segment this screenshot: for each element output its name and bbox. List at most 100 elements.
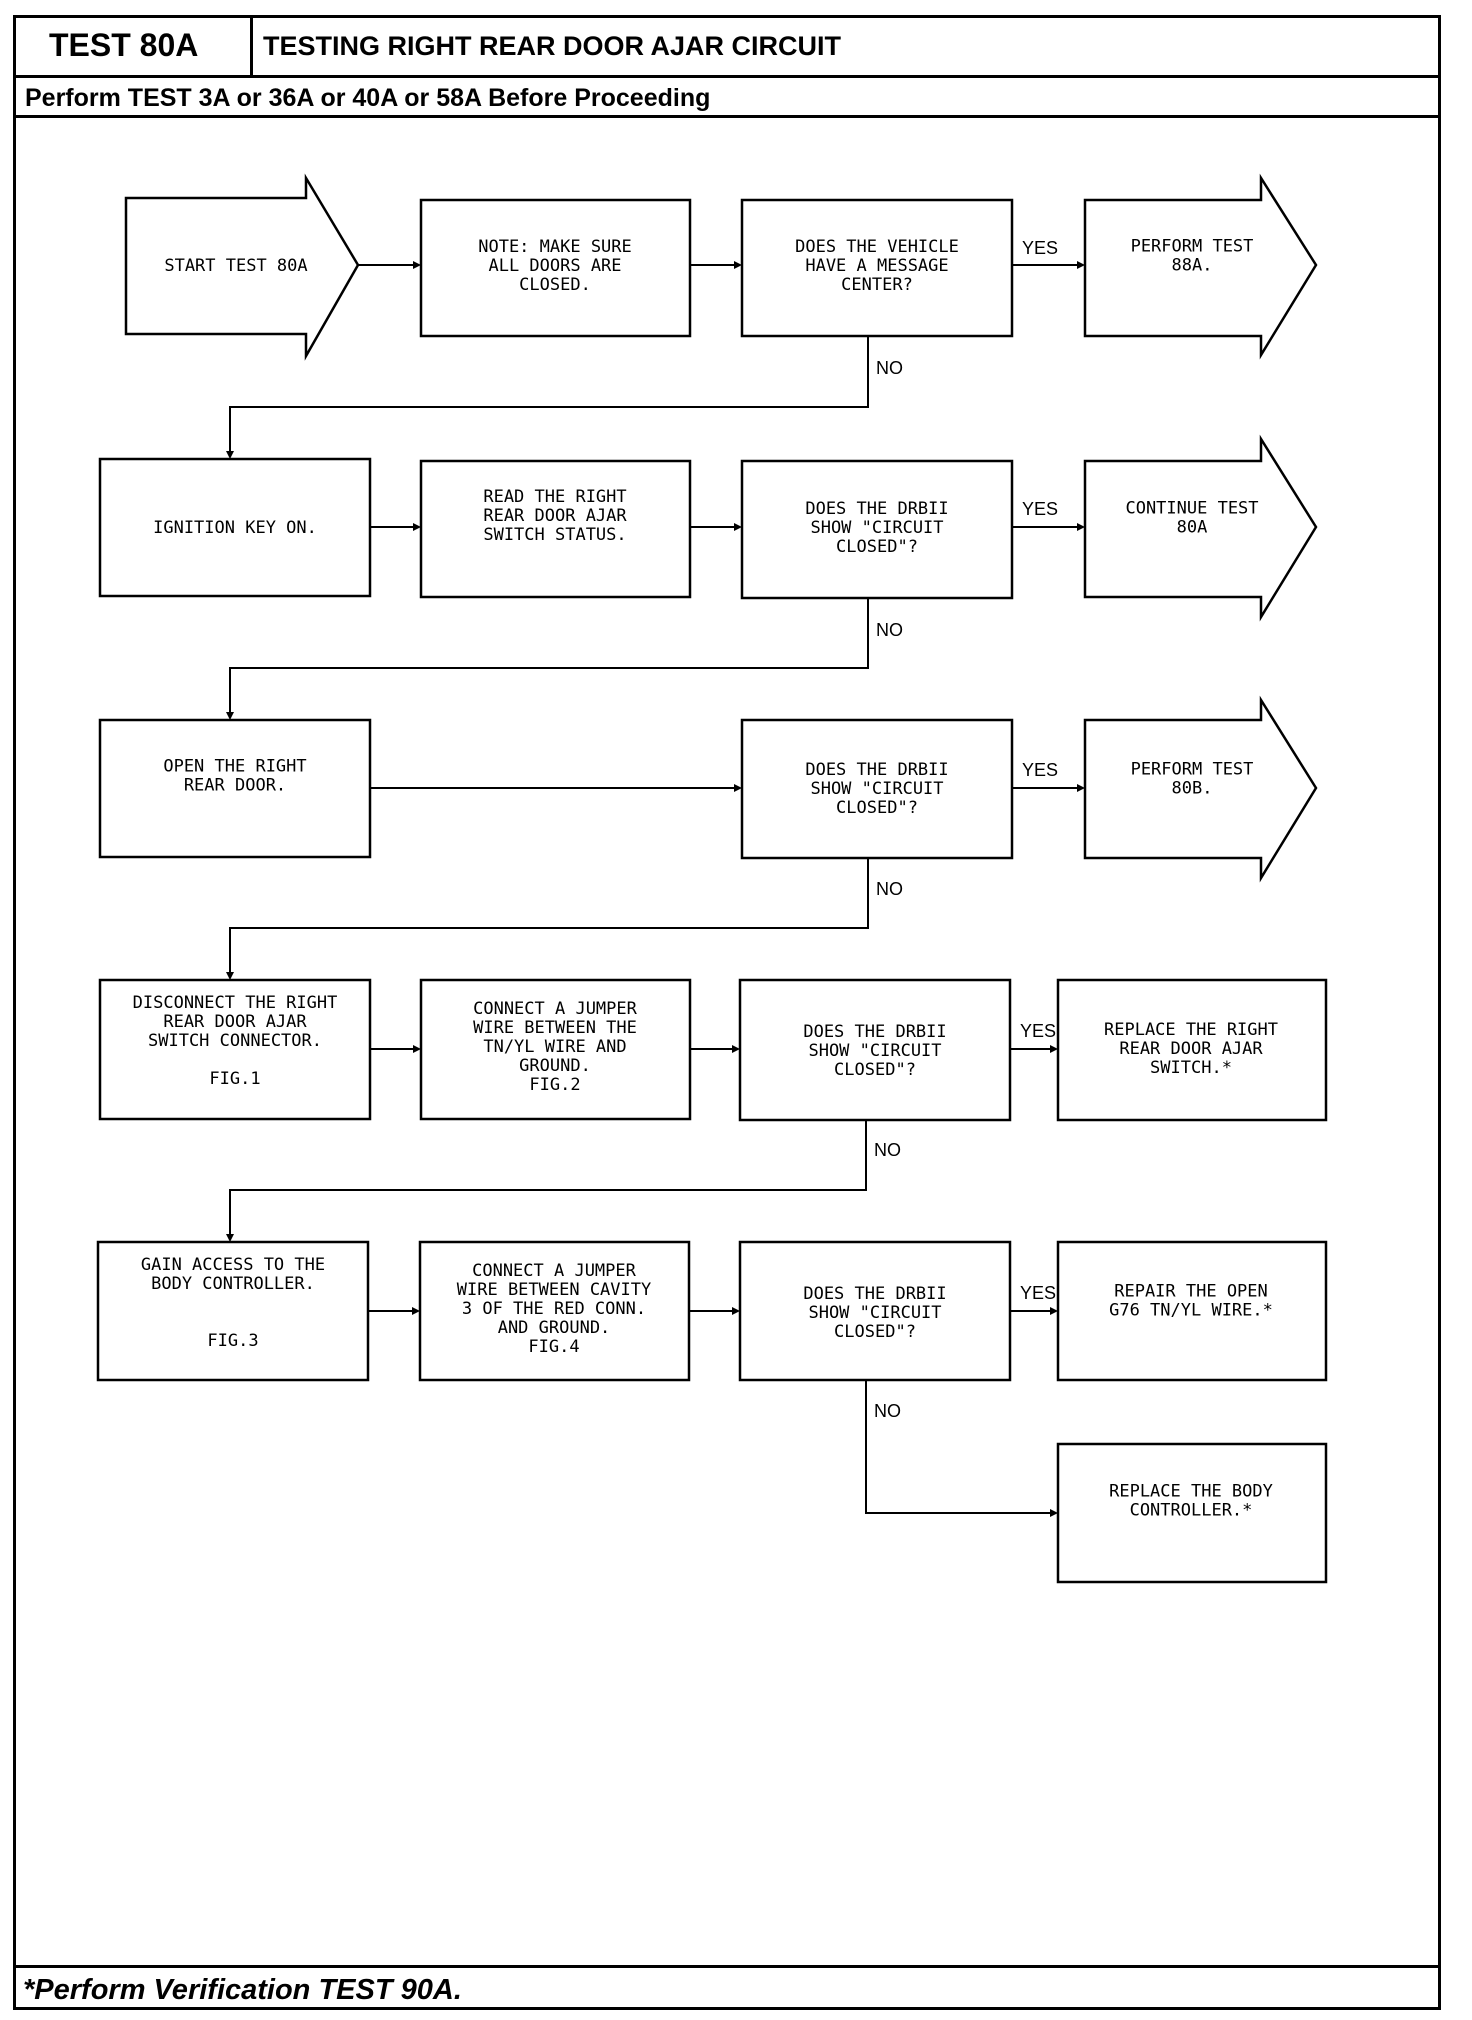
arrowhead [226, 451, 234, 459]
question-closed-2-box [740, 718, 1014, 860]
start-label: START TEST 80A [164, 256, 307, 276]
yes-label: YES [1020, 1283, 1056, 1303]
yes-label: YES [1022, 499, 1058, 519]
arrowhead [734, 523, 742, 531]
node-text-line: START TEST 80A [164, 256, 307, 276]
yes-label: YES [1022, 760, 1058, 780]
node-text-line: WIRE BETWEEN THE [473, 1018, 637, 1038]
node-text-line: SWITCH CONNECTOR. [148, 1031, 322, 1051]
node-text-line: 80A [1177, 518, 1208, 538]
node-text-line: CONNECT A JUMPER [473, 999, 638, 1019]
node-text-line: DOES THE VEHICLE [795, 237, 959, 257]
node-text-line: NOTE: MAKE SURE [478, 237, 632, 257]
no-label: NO [876, 358, 903, 378]
node-text-line: REPAIR THE OPEN [1114, 1282, 1268, 1302]
yes-label: YES [1020, 1021, 1056, 1041]
node-text-line: SHOW "CIRCUIT [810, 779, 943, 799]
perform-88a-arrow-shape [1083, 173, 1318, 360]
node-text-line: 80B. [1172, 779, 1213, 799]
test-title: TESTING RIGHT REAR DOOR AJAR CIRCUIT [263, 31, 842, 61]
connector-no-row2 [229, 598, 869, 716]
node-text-line: GAIN ACCESS TO THE [141, 1255, 325, 1275]
node-text-line: CLOSED"? [834, 1060, 916, 1080]
no-label: NO [876, 620, 903, 640]
jumper-1-box [419, 978, 692, 1121]
node-text-line: READ THE RIGHT [483, 487, 626, 507]
node-text-line: REAR DOOR AJAR [1119, 1039, 1263, 1059]
start-arrow-shape [124, 173, 360, 361]
repair-wire-box [1056, 1240, 1328, 1382]
node-text-line: DOES THE DRBII [805, 499, 948, 519]
arrowhead [1077, 784, 1085, 792]
arrowhead [413, 261, 421, 269]
node-text-line: PERFORM TEST [1131, 237, 1254, 257]
node-text-line: BODY CONTROLLER. [151, 1274, 315, 1294]
node-text-line: FIG.2 [529, 1075, 580, 1095]
node-text-line: TN/YL WIRE AND [483, 1037, 626, 1057]
test-id: TEST 80A [13, 15, 253, 75]
node-text-line: CONTROLLER.* [1130, 1501, 1253, 1521]
node-text-line: 3 OF THE RED CONN. [462, 1299, 646, 1319]
node-text-line: FIG.3 [207, 1331, 258, 1351]
node-text-line: SHOW "CIRCUIT [810, 518, 943, 538]
arrowhead [732, 1307, 740, 1315]
node-text-line: SHOW "CIRCUIT [808, 1041, 941, 1061]
connector-no-row3 [229, 858, 869, 976]
node-text-line: ALL DOORS ARE [488, 256, 621, 276]
node-text-line: REPLACE THE RIGHT [1104, 1020, 1278, 1040]
node-text-line: CLOSED"? [834, 1322, 916, 1342]
arrowhead [413, 523, 421, 531]
node-text-line: SWITCH STATUS. [483, 525, 626, 545]
footer-row: *Perform Verification TEST 90A. [13, 1965, 1441, 2010]
node-text-line: REAR DOOR AJAR [163, 1012, 307, 1032]
arrowhead [226, 972, 234, 980]
node-text-line: REAR DOOR. [184, 776, 286, 796]
node-text-line: CLOSED"? [836, 798, 918, 818]
prerequisite-text: Perform TEST 3A or 36A or 40A or 58A Bef… [25, 84, 711, 112]
arrowhead [1050, 1045, 1058, 1053]
node-text-line: HAVE A MESSAGE [805, 256, 948, 276]
arrowhead [734, 261, 742, 269]
open-door-box [98, 718, 372, 859]
node-text-line: CLOSED. [519, 275, 591, 295]
disconnect-box [98, 978, 372, 1121]
continue-80a-arrow-shape [1083, 434, 1318, 622]
node-text-line: OPEN THE RIGHT [163, 757, 306, 777]
read-status-box [419, 459, 692, 599]
no-label: NO [876, 879, 903, 899]
node-text-line: DOES THE DRBII [805, 760, 948, 780]
question-closed-1-box [740, 459, 1014, 600]
arrowhead [1050, 1307, 1058, 1315]
connector-no-to-replace-controller [865, 1380, 1054, 1514]
node-text-line: DISCONNECT THE RIGHT [133, 993, 338, 1013]
verification-note: *Perform Verification TEST 90A. [23, 1974, 462, 2006]
node-text-line: 88A. [1172, 256, 1213, 276]
arrowhead [734, 784, 742, 792]
node-text-line: IGNITION KEY ON. [153, 518, 317, 538]
node-text-line: SHOW "CIRCUIT [808, 1303, 941, 1323]
node-text-line: WIRE BETWEEN CAVITY [457, 1280, 651, 1300]
arrowhead [226, 1234, 234, 1242]
no-label: NO [874, 1140, 901, 1160]
no-label: NO [874, 1401, 901, 1421]
question-closed-4-box [738, 1240, 1012, 1382]
arrowhead [1050, 1509, 1058, 1517]
node-text-line: CLOSED"? [836, 537, 918, 557]
node-text-line: PERFORM TEST [1131, 760, 1254, 780]
node-text-line: DOES THE DRBII [803, 1284, 946, 1304]
